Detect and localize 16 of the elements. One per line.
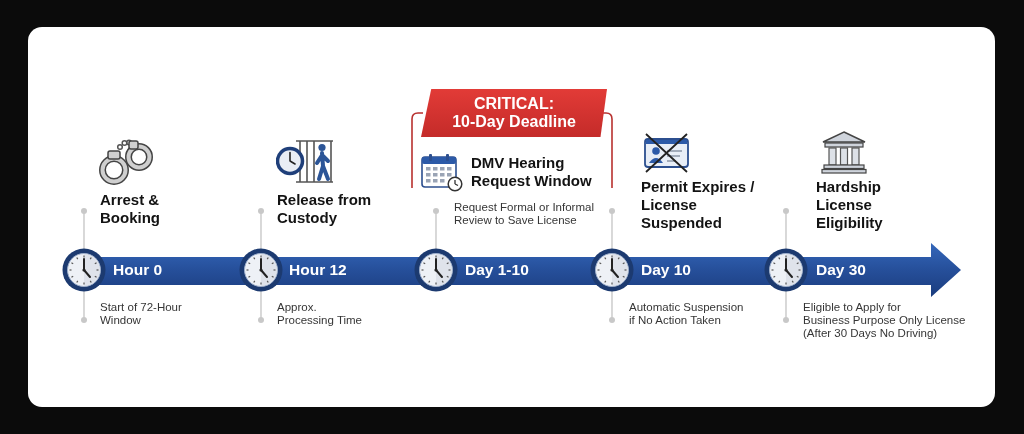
deadline-banner: CRITICAL: 10-Day Deadline	[421, 89, 607, 137]
milestone-title: Hardship License Eligibility	[816, 178, 883, 232]
time-label: Hour 0	[113, 261, 163, 279]
time-label: Day 30	[816, 261, 866, 279]
milestone-note: Automatic Suspension if No Action Taken	[629, 301, 744, 327]
milestone-title: Permit Expires / License Suspended	[641, 178, 755, 232]
milestone-title: Arrest & Booking	[100, 191, 160, 227]
milestone-note: Eligible to Apply for Business Purpose Only License (After 30 Days No Driving)	[803, 301, 966, 340]
milestone-title: Release from Custody	[277, 191, 372, 227]
time-label: Day 1-10	[465, 261, 529, 279]
time-label: Hour 12	[289, 261, 347, 279]
milestone-note: Approx. Processing Time	[277, 301, 362, 327]
milestone-note: Request Formal or Informal Review to Save License	[454, 201, 594, 227]
milestone-note: Start of 72-Hour Window	[100, 301, 182, 327]
time-label: Day 10	[641, 261, 691, 279]
milestone-title: DMV Hearing Request Window	[471, 154, 592, 190]
